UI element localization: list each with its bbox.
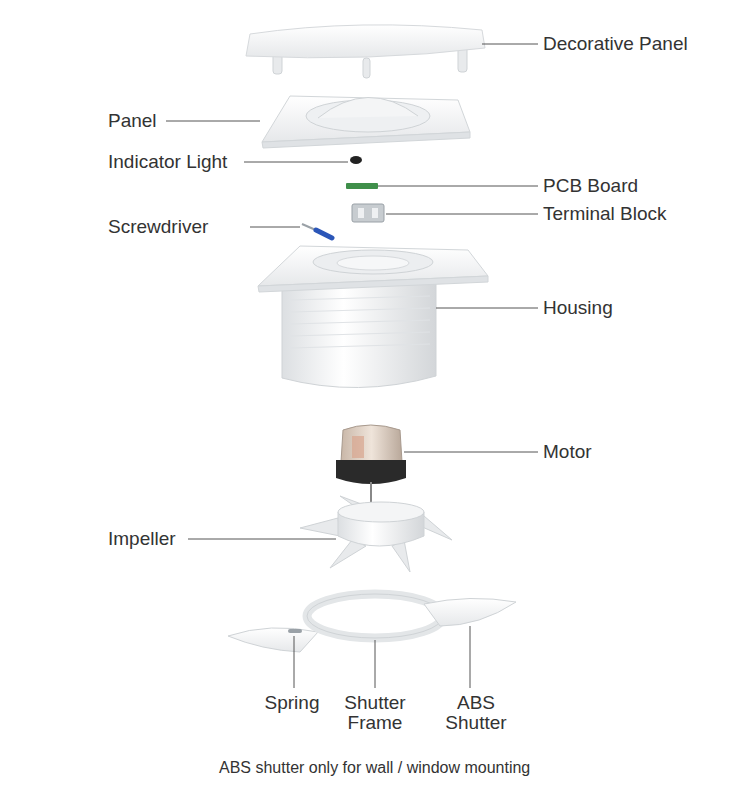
screwdriver — [316, 230, 332, 238]
part-label: Shutter Frame — [333, 693, 417, 733]
housing — [290, 308, 430, 312]
part-label: Spring — [247, 693, 337, 713]
leader-lines — [378, 186, 538, 187]
front-panel — [318, 97, 418, 118]
leader-lines — [250, 227, 300, 228]
shutter-assembly — [228, 628, 318, 652]
decorative-panel — [363, 58, 370, 78]
motor — [341, 425, 402, 462]
leader-lines — [188, 539, 336, 540]
electronics — [346, 156, 384, 222]
leader-lines — [244, 162, 348, 163]
electronics — [352, 204, 384, 222]
decorative-panel — [246, 25, 485, 78]
leader-lines — [470, 626, 471, 688]
impeller — [300, 496, 452, 572]
impeller — [300, 518, 340, 536]
screwdriver — [302, 224, 332, 238]
leader-lines — [386, 214, 538, 215]
impeller — [420, 516, 452, 540]
caption: ABS shutter only for wall / window mount… — [219, 759, 530, 777]
part-label: Panel — [108, 111, 157, 131]
housing — [290, 344, 430, 348]
shutter-assembly — [307, 594, 443, 638]
part-label: Decorative Panel — [543, 34, 688, 54]
part-label: Terminal Block — [543, 204, 667, 224]
part-label: Indicator Light — [108, 152, 227, 172]
part-label: Motor — [543, 442, 592, 462]
part-label: Screwdriver — [108, 217, 208, 237]
housing — [290, 320, 430, 324]
electronics — [358, 208, 364, 218]
housing — [258, 246, 488, 388]
leader-lines — [436, 308, 538, 309]
motor — [336, 425, 406, 502]
shutter-assembly — [228, 594, 516, 652]
shutter-assembly — [288, 629, 302, 633]
leader-lines — [166, 121, 260, 122]
front-panel — [262, 132, 470, 148]
front-panel — [262, 96, 470, 148]
electronics — [350, 156, 362, 164]
leader-lines — [375, 640, 376, 688]
leader-lines — [166, 44, 538, 688]
housing — [337, 256, 409, 270]
decorative-panel — [246, 25, 485, 58]
leader-lines — [404, 452, 538, 453]
part-label: PCB Board — [543, 176, 638, 196]
motor — [336, 460, 406, 484]
part-label: Housing — [543, 298, 613, 318]
housing — [290, 296, 430, 300]
housing — [258, 276, 488, 292]
motor — [370, 482, 372, 502]
shutter-assembly — [424, 598, 516, 626]
part-label: ABS Shutter — [434, 693, 518, 733]
motor — [352, 436, 364, 458]
housing — [290, 296, 430, 348]
housing — [313, 250, 433, 274]
impeller — [338, 502, 424, 522]
leader-lines — [294, 636, 295, 688]
shutter-assembly — [307, 594, 443, 638]
electronics — [372, 208, 378, 218]
electronics — [346, 183, 378, 189]
housing — [290, 332, 430, 336]
part-label: Impeller — [108, 529, 176, 549]
leader-lines — [482, 44, 538, 45]
